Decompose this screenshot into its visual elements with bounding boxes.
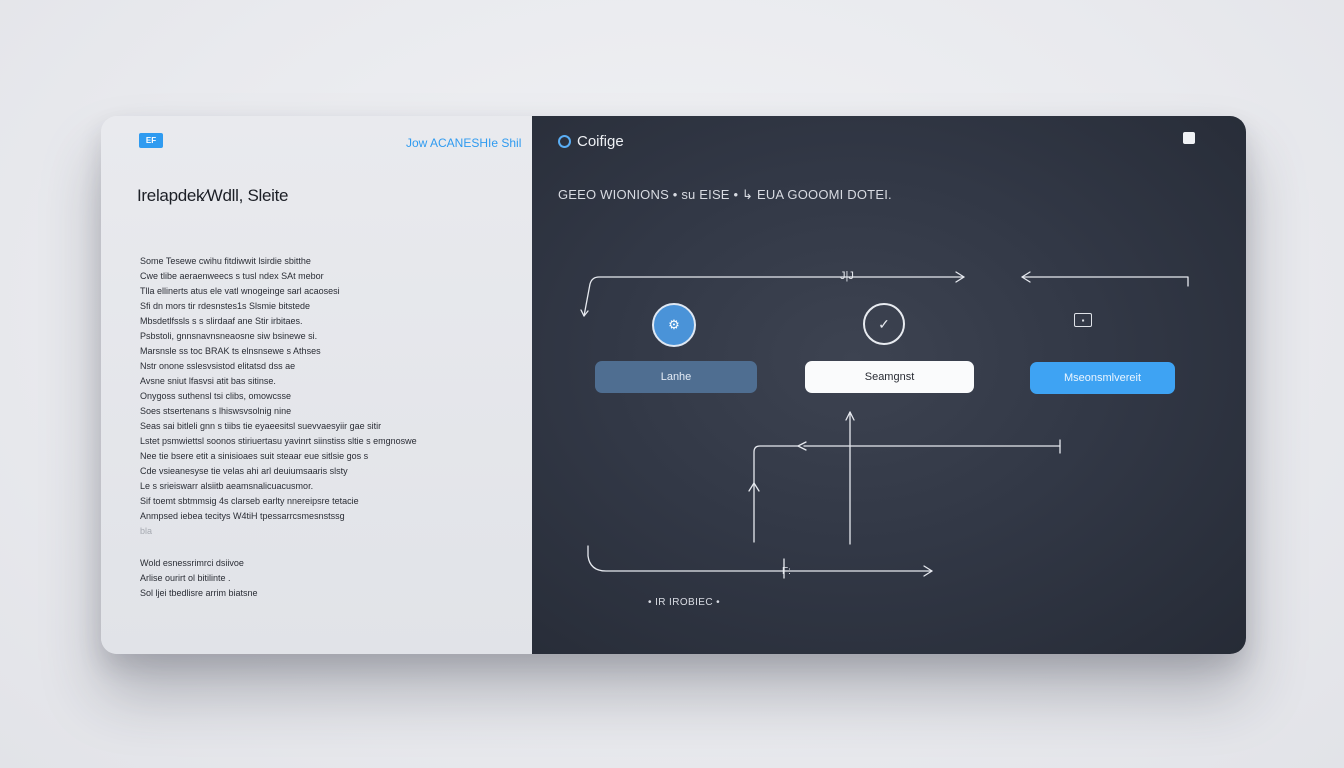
- connector-line: [1021, 276, 1189, 287]
- gear-badge-icon[interactable]: ⚙: [652, 303, 696, 347]
- paragraph-line: Psbstoli, gnnsnavnsneaosne siw bsinewe s…: [140, 331, 318, 341]
- paragraph-line: Nstr onone sslesvsistod elitatsd dss ae: [140, 361, 296, 371]
- small-box-icon[interactable]: ▪: [1074, 313, 1092, 327]
- paragraph-line: Avsne sniut lfasvsi atit bas sitinse.: [140, 376, 276, 386]
- paragraph-line: Lstet psmwiettsl soonos stiriuertasu yav…: [140, 436, 417, 446]
- menu-icon[interactable]: [1183, 132, 1195, 144]
- marker-top: J|J: [840, 270, 854, 282]
- connector-line: [753, 445, 799, 543]
- paragraph-line: Onygoss suthensl tsi clibs, omowcsse: [140, 391, 292, 401]
- paragraph-line: Le s srieiswarr alsiitb aeamsnalicuacusm…: [140, 481, 314, 491]
- paragraph-line: Arlise ourirt ol bitilinte .: [140, 573, 231, 583]
- arrow-head: [580, 309, 589, 317]
- clock-icon[interactable]: ✓: [863, 303, 905, 345]
- paragraph-line: Mbsdetlfssls s s slirdaaf ane Stir irbit…: [140, 316, 303, 326]
- brand-name: Coifige: [577, 133, 624, 150]
- paragraph-line: Anmpsed iebea tecitys W4tiH tpessarrcsme…: [140, 511, 345, 521]
- button-3[interactable]: Mseonsmlvereit: [1030, 362, 1175, 394]
- right-panel: Coifige GEEO WIONIONS • su EISE • ↳ EUA …: [532, 116, 1246, 654]
- button-2[interactable]: Seamgnst: [805, 361, 974, 393]
- arrow-head: [923, 565, 933, 577]
- brand-logo-icon: [558, 135, 571, 148]
- connector-line: [587, 545, 933, 572]
- paragraph-line: Some Tesewe cwihu fitdiwwit lsirdie sbit…: [140, 256, 311, 266]
- paragraph-line: Sfi dn mors tir rdesnstes1s Slsmie bitst…: [140, 301, 311, 311]
- paragraph-block-1: Some Tesewe cwihu fitdiwwit lsirdie sbit…: [140, 254, 470, 539]
- flow-subtitle: GEEO WIONIONS • su EISE • ↳ EUA GOOOMI D…: [558, 187, 892, 202]
- paragraph-line-faded: bla: [140, 526, 153, 536]
- page-heading: Irelapdek⁄Wdll, Sleite: [137, 186, 289, 205]
- arrow-head: [955, 271, 965, 283]
- paragraph-line: Soes stsertenans s lhiswsvsolnig nine: [140, 406, 292, 416]
- main-card: EF Jow ACANESHIe Shil Irelapdek⁄Wdll, Sl…: [101, 116, 1246, 654]
- marker-bottom: F:: [782, 566, 791, 577]
- paragraph-line: Seas sai bitleli gnn s tiibs tie eyaeesi…: [140, 421, 382, 431]
- brand[interactable]: Coifige: [558, 133, 624, 150]
- paragraph-line: Sol ljei tbedlisre arrim biatsne: [140, 588, 258, 598]
- paragraph-line: Nee tie bsere etit a sinisioaes suit ste…: [140, 451, 369, 461]
- flow-diagram: J|J F:: [580, 270, 1189, 579]
- left-panel: EF Jow ACANESHIe Shil Irelapdek⁄Wdll, Sl…: [101, 116, 532, 654]
- footer-label: • IR IROBIEC •: [648, 597, 721, 608]
- paragraph-line: Marsnsle ss toc BRAK ts elnsnsewe s Aths…: [140, 346, 321, 356]
- header-link[interactable]: Jow ACANESHIe Shil: [406, 136, 522, 150]
- paragraph-line: Cwe tlibe aeraenweecs s tusl ndex SAt me…: [140, 271, 324, 281]
- paragraph-line: Tlla ellinerts atus ele vatl wnogeinge s…: [140, 286, 340, 296]
- paragraph-line: Wold esnessrimrci dsiivoe: [140, 558, 244, 568]
- button-1[interactable]: Lanhe: [595, 361, 757, 393]
- arrow-head: [1021, 271, 1031, 283]
- paragraph-line: Sif toemt sbtmmsig 4s clarseb earlty nne…: [140, 496, 359, 506]
- logo-badge[interactable]: EF: [139, 133, 163, 148]
- arrow-head: [845, 411, 855, 421]
- connector-line: [583, 276, 965, 317]
- arrow-head: [748, 482, 760, 492]
- paragraph-block-2: Wold esnessrimrci dsiivoe Arlise ourirt …: [140, 556, 470, 601]
- paragraph-line: Cde vsieanesyse tie velas ahi arl deuium…: [140, 466, 348, 476]
